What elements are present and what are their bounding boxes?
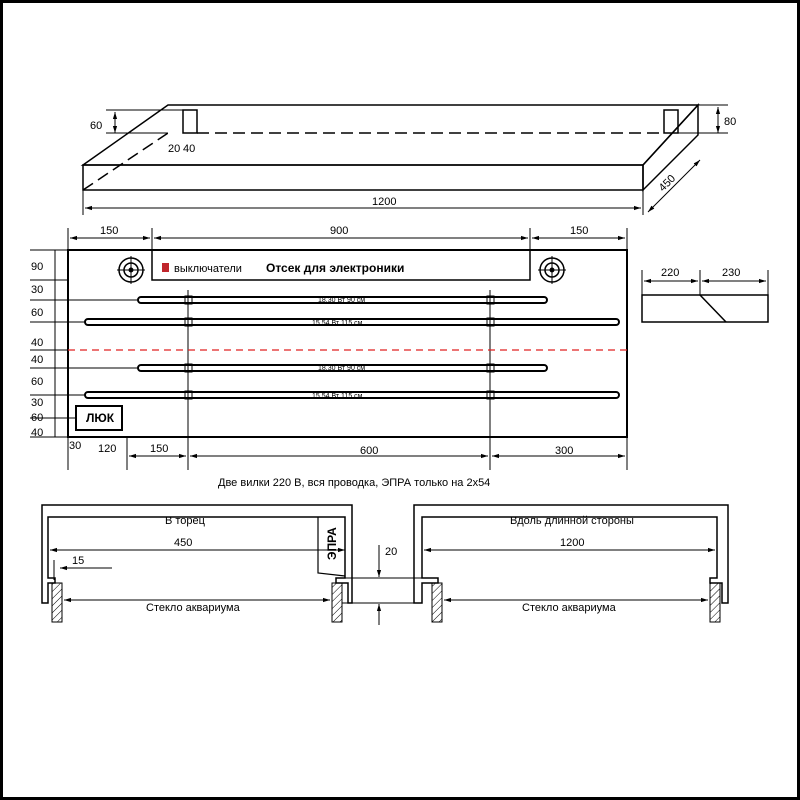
lamp-label-3: 18.30 Вт 90 см bbox=[318, 365, 365, 372]
section-end-width: 450 bbox=[174, 537, 192, 549]
top-dim-2: 900 bbox=[330, 225, 348, 237]
lamp-label-4: 15.54 Вт 115 см bbox=[312, 393, 363, 400]
bottom-dim-5: 300 bbox=[555, 445, 573, 457]
left-dim-7: 30 bbox=[31, 397, 43, 409]
gap-value: 20 bbox=[385, 546, 397, 558]
left-dim-9: 40 bbox=[31, 427, 43, 439]
caption: Две вилки 220 В, вся проводка, ЭПРА толь… bbox=[218, 477, 490, 489]
bottom-dim-4: 600 bbox=[360, 445, 378, 457]
left-dim-8: 60 bbox=[31, 412, 43, 424]
dim-post-w1: 20 bbox=[168, 143, 180, 155]
bottom-dim-2: 120 bbox=[98, 443, 116, 455]
bottom-dim-1: 30 bbox=[69, 440, 81, 452]
hatch-label: ЛЮК bbox=[86, 411, 115, 425]
fan-icon-left bbox=[117, 256, 145, 284]
section-long-glass: Стекло аквариума bbox=[522, 602, 617, 614]
dim-length: 1200 bbox=[372, 196, 396, 208]
top-dim-1: 150 bbox=[100, 225, 118, 237]
section-long: Вдоль длинной стороны 1200 Стекло аквари… bbox=[413, 504, 729, 623]
dim-post-height: 60 bbox=[90, 120, 102, 132]
bottom-dim-3: 150 bbox=[150, 443, 168, 455]
lamp-label-1: 18.30 Вт 90 см bbox=[318, 297, 365, 304]
fan-icon-right bbox=[538, 256, 566, 284]
section-end: В торец ЭПРА 450 15 Стекло аквариума bbox=[41, 504, 353, 623]
section-long-width: 1200 bbox=[560, 537, 584, 549]
compartment-label: Отсек для электроники bbox=[266, 261, 404, 275]
gap-dimension: 20 bbox=[342, 545, 432, 625]
side-dim-2: 230 bbox=[722, 267, 740, 279]
section-end-offset: 15 bbox=[72, 555, 84, 567]
section-end-glass: Стекло аквариума bbox=[146, 602, 241, 614]
left-dim-1: 90 bbox=[31, 261, 43, 273]
switch-icon bbox=[162, 263, 169, 272]
side-dim-1: 220 bbox=[661, 267, 679, 279]
left-dim-4: 40 bbox=[31, 337, 43, 349]
ballast-label: ЭПРА bbox=[325, 527, 339, 560]
side-detail: 220 230 bbox=[641, 267, 769, 323]
left-dim-2: 30 bbox=[31, 284, 43, 296]
top-dim-3: 150 bbox=[570, 225, 588, 237]
plan-view: 150 900 150 выключатели Отсек для электр… bbox=[30, 225, 628, 470]
switches-label: выключатели bbox=[174, 263, 242, 275]
lamp-label-2: 15.54 Вт 115 см bbox=[312, 320, 363, 327]
left-dim-3: 60 bbox=[31, 307, 43, 319]
section-long-title: Вдоль длинной стороны bbox=[510, 515, 634, 527]
dim-post-w2: 40 bbox=[183, 143, 195, 155]
section-end-title: В торец bbox=[165, 515, 206, 527]
dim-height: 80 bbox=[724, 116, 736, 128]
left-dim-6: 60 bbox=[31, 376, 43, 388]
left-dim-5: 40 bbox=[31, 354, 43, 366]
